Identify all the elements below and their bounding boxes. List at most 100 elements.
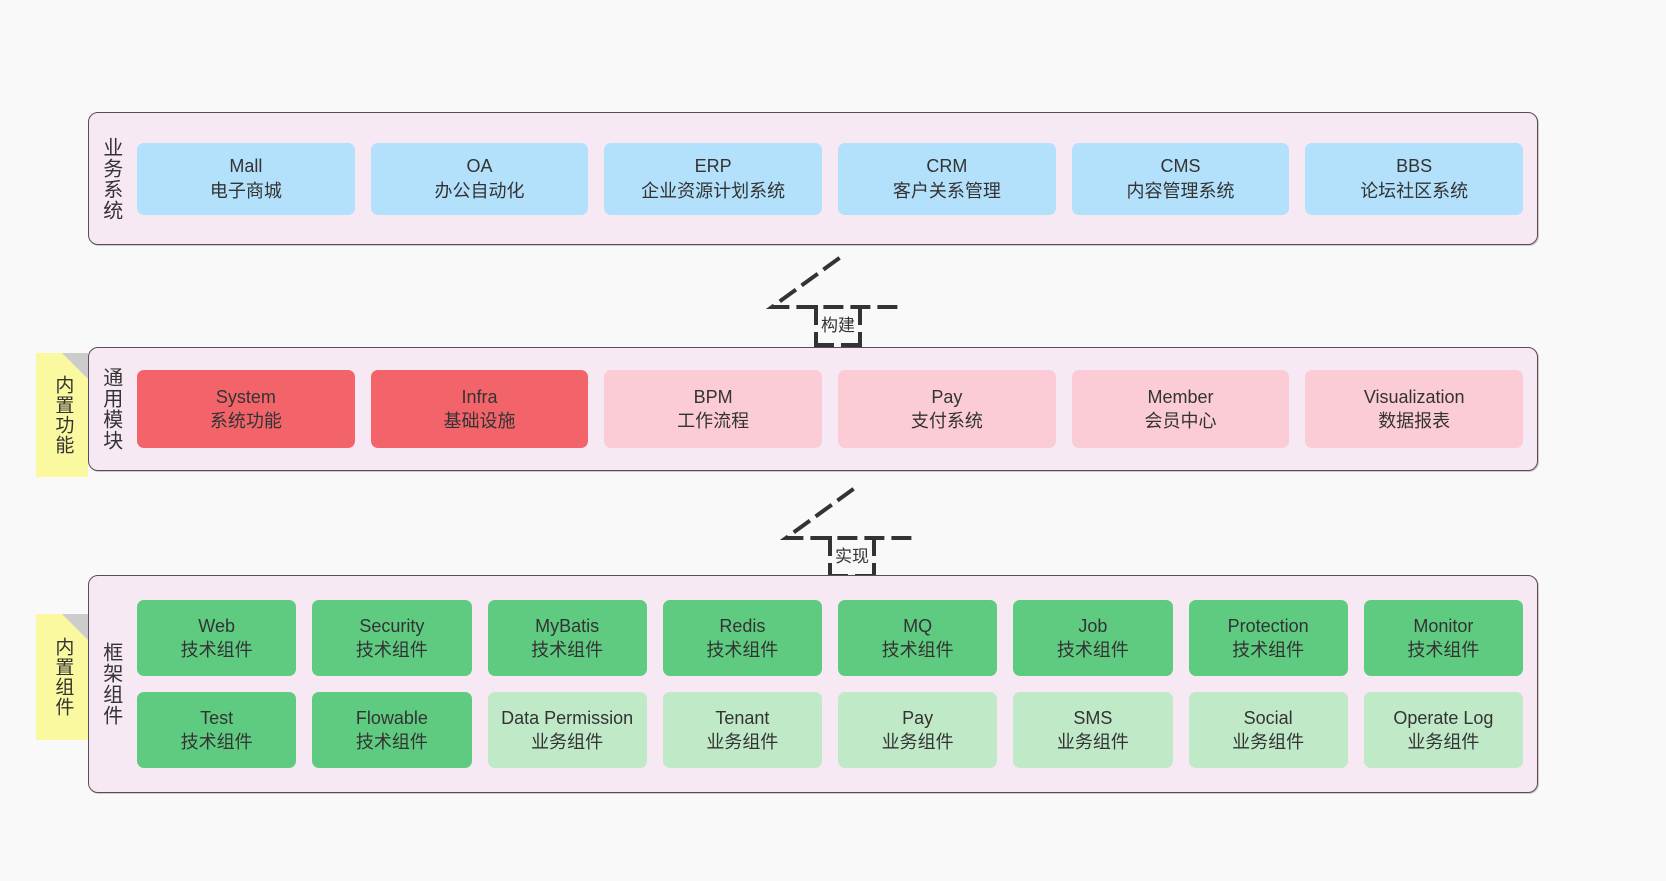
module-card-oa[interactable]: OA 办公自动化: [370, 142, 589, 215]
module-card-title: MyBatis: [535, 615, 600, 636]
module-card-title: BPM: [693, 386, 733, 407]
module-card-subtitle: 业务组件: [706, 732, 779, 752]
module-card-protection[interactable]: Protection 技术组件: [1188, 600, 1348, 676]
arrow-build-icon: [765, 256, 906, 349]
sticky-note-builtin-function: 内置功能: [36, 353, 88, 477]
module-card-cms[interactable]: CMS 内容管理系统: [1071, 142, 1290, 215]
module-card-subtitle: 业务组件: [531, 732, 604, 752]
module-card-erp[interactable]: ERP 企业资源计划系统: [604, 142, 823, 215]
module-card-subtitle: 技术组件: [1407, 640, 1480, 660]
module-card-subtitle: 客户关系管理: [892, 180, 1001, 201]
module-card-subtitle: 技术组件: [355, 732, 428, 752]
module-card-title: SMS: [1073, 707, 1113, 728]
module-card-data-permission[interactable]: Data Permission 业务组件: [487, 692, 647, 768]
module-card-subtitle: 工作流程: [677, 411, 750, 431]
module-card-title: Security: [359, 615, 425, 636]
module-card-pay[interactable]: Pay 支付系统: [838, 370, 1056, 448]
module-card-infra[interactable]: Infra 基础设施: [370, 370, 589, 448]
layer-business-system: 业务系统 Mall 电子商城 OA 办公自动化 ERP 企业资源计划系统 CRM…: [88, 112, 1538, 245]
layer-common-module-title: 通用模块: [99, 367, 122, 451]
sticky-note-builtin-component: 内置组件: [36, 614, 88, 740]
module-card-subtitle: 技术组件: [1232, 640, 1305, 660]
module-card-bpm[interactable]: BPM 工作流程: [604, 370, 823, 448]
module-card-test[interactable]: Test 技术组件: [137, 692, 297, 768]
module-card-title: Social: [1243, 707, 1293, 728]
module-card-subtitle: 业务组件: [1407, 732, 1480, 752]
module-card-system[interactable]: System 系统功能: [137, 370, 355, 448]
module-card-subtitle: 办公自动化: [434, 180, 525, 201]
module-card-title: MQ: [903, 615, 933, 636]
module-card-subtitle: 电子商城: [209, 180, 282, 201]
arrow-realize: 实现: [772, 486, 932, 580]
framework-component-row-1: Web 技术组件 Security 技术组件 MyBatis 技术组件 Redi…: [137, 600, 1523, 676]
business-system-row: Mall 电子商城 OA 办公自动化 ERP 企业资源计划系统 CRM 客户关系…: [137, 142, 1524, 215]
module-card-title: Web: [198, 615, 235, 636]
module-card-title: Protection: [1227, 615, 1309, 636]
module-card-title: Monitor: [1413, 615, 1474, 636]
module-card-operate-log[interactable]: Operate Log 业务组件: [1363, 692, 1523, 768]
module-card-subtitle: 基础设施: [443, 411, 516, 431]
module-card-title: CMS: [1160, 156, 1201, 177]
module-card-title: Pay: [931, 386, 963, 407]
framework-component-row-2: Test 技术组件 Flowable 技术组件 Data Permission …: [137, 692, 1523, 768]
module-card-title: Visualization: [1363, 386, 1465, 407]
module-card-title: Mall: [229, 156, 263, 177]
sticky-note-label: 内置功能: [52, 375, 74, 455]
module-card-subtitle: 支付系统: [910, 411, 983, 431]
module-card-subtitle: 技术组件: [881, 640, 954, 660]
module-card-mybatis[interactable]: MyBatis 技术组件: [487, 600, 647, 676]
module-card-subtitle: 数据报表: [1378, 411, 1451, 431]
module-card-social[interactable]: Social 业务组件: [1188, 692, 1348, 768]
module-card-subtitle: 业务组件: [1232, 732, 1305, 752]
module-card-subtitle: 论坛社区系统: [1360, 180, 1469, 201]
layer-business-system-body: Mall 电子商城 OA 办公自动化 ERP 企业资源计划系统 CRM 客户关系…: [131, 113, 1537, 244]
module-card-redis[interactable]: Redis 技术组件: [662, 600, 822, 676]
module-card-subtitle: 技术组件: [355, 640, 428, 660]
module-card-title: System: [215, 386, 276, 407]
module-card-crm[interactable]: CRM 客户关系管理: [838, 142, 1056, 215]
module-card-member[interactable]: Member 会员中心: [1071, 370, 1290, 448]
module-card-job[interactable]: Job 技术组件: [1013, 600, 1173, 676]
module-card-title: Data Permission: [501, 707, 634, 728]
module-card-subtitle: 技术组件: [1056, 640, 1129, 660]
module-card-subtitle: 技术组件: [706, 640, 779, 660]
module-card-subtitle: 内容管理系统: [1126, 180, 1235, 201]
module-card-title: Tenant: [715, 707, 770, 728]
layer-framework-component: 框架组件 Web 技术组件 Security 技术组件 MyBatis 技术组件…: [88, 575, 1538, 793]
module-card-title: Flowable: [355, 707, 428, 728]
arrow-build-label: 构建: [818, 311, 858, 336]
module-card-sms[interactable]: SMS 业务组件: [1013, 692, 1173, 768]
module-card-title: Job: [1078, 615, 1108, 636]
layer-business-system-title: 业务系统: [99, 136, 122, 221]
module-card-tenant[interactable]: Tenant 业务组件: [662, 692, 822, 768]
module-card-security[interactable]: Security 技术组件: [312, 600, 472, 676]
module-card-title: OA: [466, 156, 493, 177]
module-card-title: Test: [200, 707, 234, 728]
arrow-realize-label: 实现: [832, 542, 872, 567]
module-card-pay-component[interactable]: Pay 业务组件: [838, 692, 998, 768]
module-card-title: Redis: [719, 615, 766, 636]
module-card-web[interactable]: Web 技术组件: [137, 600, 297, 676]
module-card-bbs[interactable]: BBS 论坛社区系统: [1305, 142, 1524, 215]
module-card-title: ERP: [694, 156, 732, 177]
arrow-build: 构建: [758, 255, 918, 349]
sticky-note-label: 内置组件: [52, 637, 74, 717]
module-card-subtitle: 技术组件: [180, 640, 253, 660]
module-card-visualization[interactable]: Visualization 数据报表: [1305, 370, 1524, 448]
module-card-subtitle: 业务组件: [881, 732, 954, 752]
module-card-subtitle: 企业资源计划系统: [641, 180, 786, 201]
layer-framework-component-title: 框架组件: [99, 642, 122, 726]
module-card-title: Operate Log: [1393, 707, 1494, 728]
layer-common-module: 通用模块 System 系统功能 Infra 基础设施 BPM 工作流程 Pay…: [88, 347, 1538, 471]
module-card-subtitle: 技术组件: [180, 732, 253, 752]
module-card-flowable[interactable]: Flowable 技术组件: [312, 692, 472, 768]
module-card-subtitle: 会员中心: [1144, 411, 1217, 431]
module-card-mall[interactable]: Mall 电子商城: [137, 142, 355, 215]
common-module-row: System 系统功能 Infra 基础设施 BPM 工作流程 Pay 支付系统…: [137, 370, 1524, 448]
module-card-title: Member: [1147, 386, 1214, 407]
module-card-mq[interactable]: MQ 技术组件: [838, 600, 998, 676]
module-card-title: Infra: [461, 386, 498, 407]
module-card-subtitle: 技术组件: [531, 640, 604, 660]
module-card-monitor[interactable]: Monitor 技术组件: [1363, 600, 1523, 676]
layer-framework-component-body: Web 技术组件 Security 技术组件 MyBatis 技术组件 Redi…: [131, 576, 1537, 792]
